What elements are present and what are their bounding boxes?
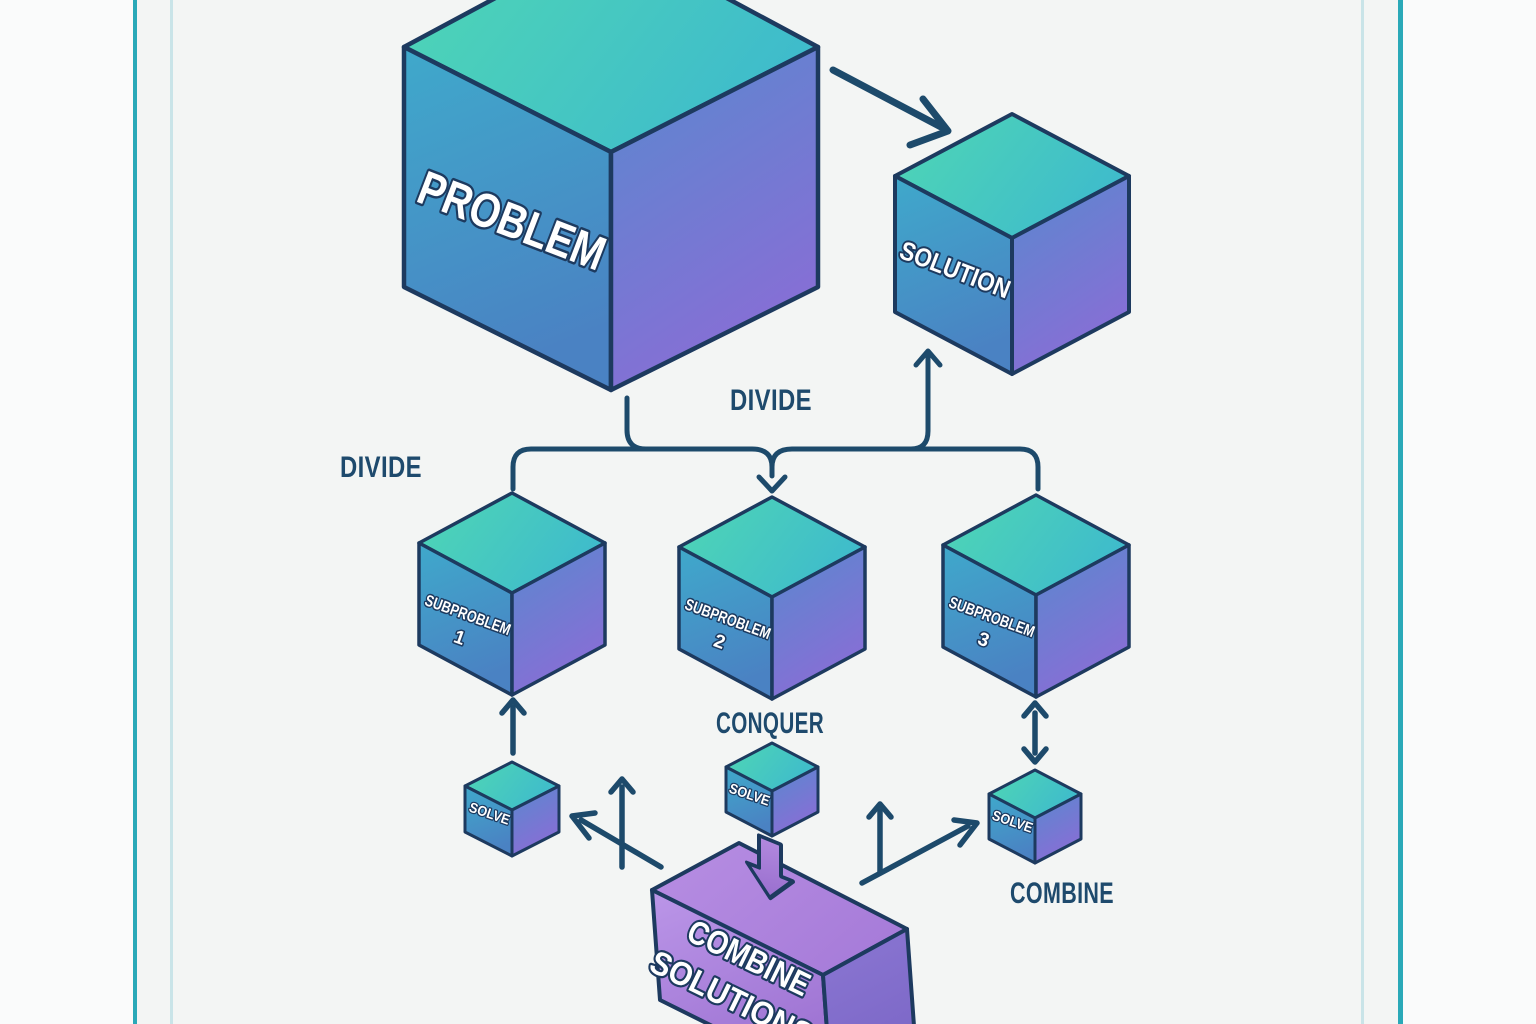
arrowhead-icon <box>951 817 980 848</box>
arrowhead-icon <box>569 810 598 841</box>
solve2-cube: SOLVE <box>724 741 820 838</box>
problem-feed-line <box>624 395 649 452</box>
combine-label: COMBINE <box>1010 877 1114 910</box>
arrowhead-icon <box>866 801 894 820</box>
arrowhead-icon <box>499 697 527 716</box>
solve1-right-face <box>510 784 561 858</box>
conquer-label: CONQUER <box>716 707 824 740</box>
left-margin <box>0 0 133 1024</box>
bracket-center-arrowhead-icon <box>756 474 788 494</box>
solve3-right-face <box>1033 792 1083 865</box>
subproblem2-right-face <box>770 545 867 701</box>
solution-feed-arrowhead-icon <box>913 348 943 368</box>
subproblem1-right-face <box>510 541 607 697</box>
divide-connector <box>510 348 1041 494</box>
combine-solutions-box: COMBINE SOLUTIONS <box>642 841 916 1024</box>
combine-right-up-arrow <box>866 801 894 876</box>
arrowhead-icon <box>906 95 952 149</box>
frame-line-left-pale <box>170 0 173 1024</box>
solve1-to-subproblem1-arrow <box>499 697 527 756</box>
arrowhead-up-icon <box>1021 700 1049 719</box>
solve2-right-face <box>770 765 820 838</box>
arrow-shaft <box>829 66 945 131</box>
combine-left-up-arrow <box>608 776 636 870</box>
subproblem1-cube: SUBPROBLEM 1 <box>417 491 607 697</box>
bracket-right-path <box>769 446 1041 492</box>
problem-to-solution-arrow <box>829 66 952 149</box>
subproblem2-cube: SUBPROBLEM 2 <box>677 495 867 701</box>
frame-line-right-teal <box>1398 0 1403 1024</box>
problem-cube: PROBLEM <box>401 0 821 393</box>
solution-feed-line <box>908 350 931 452</box>
solution-cube: SOLUTION <box>893 112 1131 376</box>
arrow-shaft <box>859 823 971 886</box>
frame-line-right-pale <box>1361 0 1364 1024</box>
solution-cube-right-face <box>1010 174 1131 376</box>
frame-line-left-teal <box>133 0 137 1024</box>
arrowhead-icon <box>608 776 636 795</box>
divide-label-top: DIVIDE <box>730 384 812 417</box>
solve2-to-combine-box-arrow <box>745 833 795 901</box>
right-margin <box>1403 0 1536 1024</box>
combine-to-solve3-arrow <box>859 817 980 886</box>
solve1-cube: SOLVE <box>463 760 561 858</box>
subproblem3-right-face <box>1034 543 1131 699</box>
problem-cube-right-face <box>608 44 821 393</box>
hollow-down-arrow-icon <box>745 833 795 901</box>
arrow-shaft <box>578 817 664 870</box>
solve3-cube: SOLVE <box>987 768 1083 865</box>
subproblem3-cube: SUBPROBLEM 3 <box>941 493 1131 699</box>
divide-label-left: DIVIDE <box>340 451 422 484</box>
subproblem3-solve3-double-arrow <box>1021 700 1049 765</box>
arrowhead-down-icon <box>1021 746 1049 765</box>
combine-to-solve1-arrow <box>569 810 664 870</box>
combine-box-right-face <box>821 927 916 1024</box>
combine-box-front-face <box>650 888 829 1024</box>
